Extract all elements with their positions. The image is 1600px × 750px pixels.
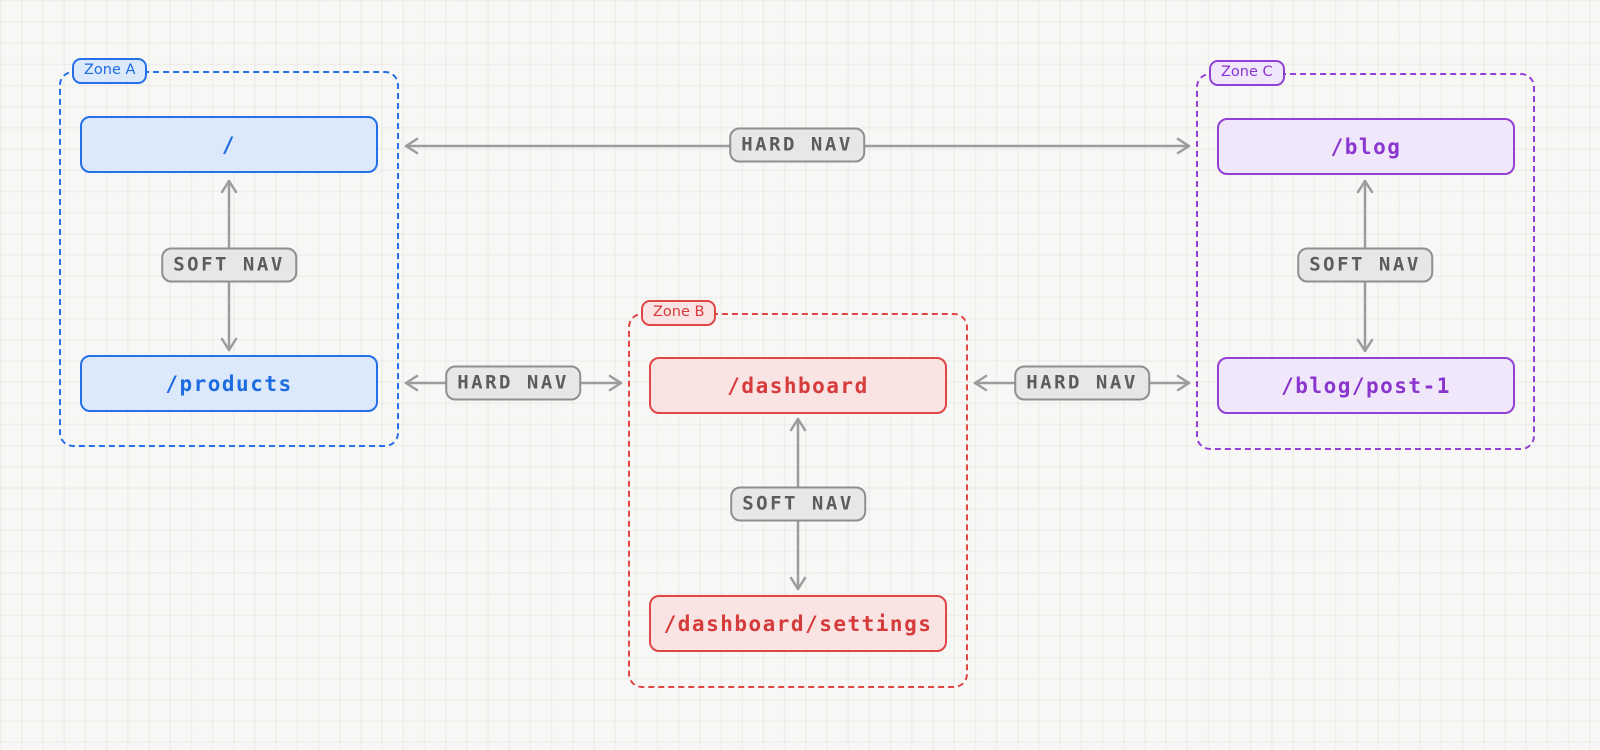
node-root: / xyxy=(80,116,378,173)
zone-a: Zone A / /products xyxy=(59,58,399,447)
hard-nav-label-left: HARD NAV xyxy=(445,365,581,401)
node-dashboard: /dashboard xyxy=(649,357,947,414)
node-blog-post-1: /blog/post-1 xyxy=(1217,357,1515,414)
soft-nav-label-zone-a: SOFT NAV xyxy=(161,247,297,283)
hard-nav-label-right: HARD NAV xyxy=(1014,365,1150,401)
zone-c-tag: Zone C xyxy=(1209,60,1285,86)
zone-b-tag: Zone B xyxy=(641,300,717,326)
hard-nav-label-top: HARD NAV xyxy=(729,127,865,163)
node-products: /products xyxy=(80,355,378,412)
node-blog: /blog xyxy=(1217,118,1515,175)
soft-nav-label-zone-b: SOFT NAV xyxy=(730,486,866,522)
soft-nav-label-zone-c: SOFT NAV xyxy=(1297,247,1433,283)
zone-b: Zone B /dashboard /dashboard/settings xyxy=(628,300,968,688)
zone-c: Zone C /blog /blog/post-1 xyxy=(1196,60,1535,450)
zone-a-tag: Zone A xyxy=(72,58,148,84)
node-dashboard-settings: /dashboard/settings xyxy=(649,595,947,652)
